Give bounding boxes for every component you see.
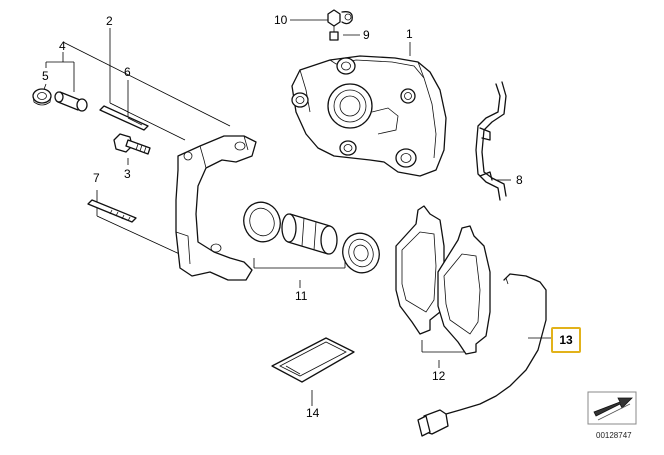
piston bbox=[342, 232, 380, 274]
callout-7: 7 bbox=[93, 171, 100, 185]
brake-pad-inner bbox=[395, 205, 445, 335]
caliper-carrier bbox=[175, 135, 257, 281]
long-bolt bbox=[87, 199, 137, 223]
callout-14: 14 bbox=[306, 406, 320, 420]
bleed-valve-and-cap bbox=[327, 9, 353, 41]
piston-boot bbox=[281, 213, 338, 255]
callout-9: 9 bbox=[363, 28, 370, 42]
callout-2: 2 bbox=[106, 14, 113, 28]
callout-11: 11 bbox=[295, 289, 308, 303]
guide-bolt bbox=[99, 105, 149, 131]
caliper-housing bbox=[291, 55, 447, 177]
reference-number: 00128747 bbox=[596, 431, 632, 440]
piston-seal-ring bbox=[243, 201, 281, 243]
callout-6: 6 bbox=[124, 65, 131, 79]
hex-bolt bbox=[113, 133, 151, 155]
bushing bbox=[32, 88, 52, 106]
guide-sleeve bbox=[54, 91, 88, 112]
callout-3: 3 bbox=[124, 167, 131, 181]
callout-8: 8 bbox=[516, 173, 523, 187]
callout-12: 12 bbox=[432, 369, 446, 383]
callout-10: 10 bbox=[274, 13, 288, 27]
callout-4: 4 bbox=[59, 39, 66, 53]
arrow-symbol-icon bbox=[587, 391, 637, 425]
callout-13-highlighted: 13 bbox=[551, 327, 581, 353]
grease-packet bbox=[271, 337, 355, 383]
anti-rattle-clip bbox=[475, 81, 507, 201]
brake-pad-outer bbox=[437, 225, 491, 355]
brake-wear-sensor bbox=[417, 273, 547, 437]
callout-5: 5 bbox=[42, 69, 49, 83]
callout-1: 1 bbox=[406, 27, 413, 41]
